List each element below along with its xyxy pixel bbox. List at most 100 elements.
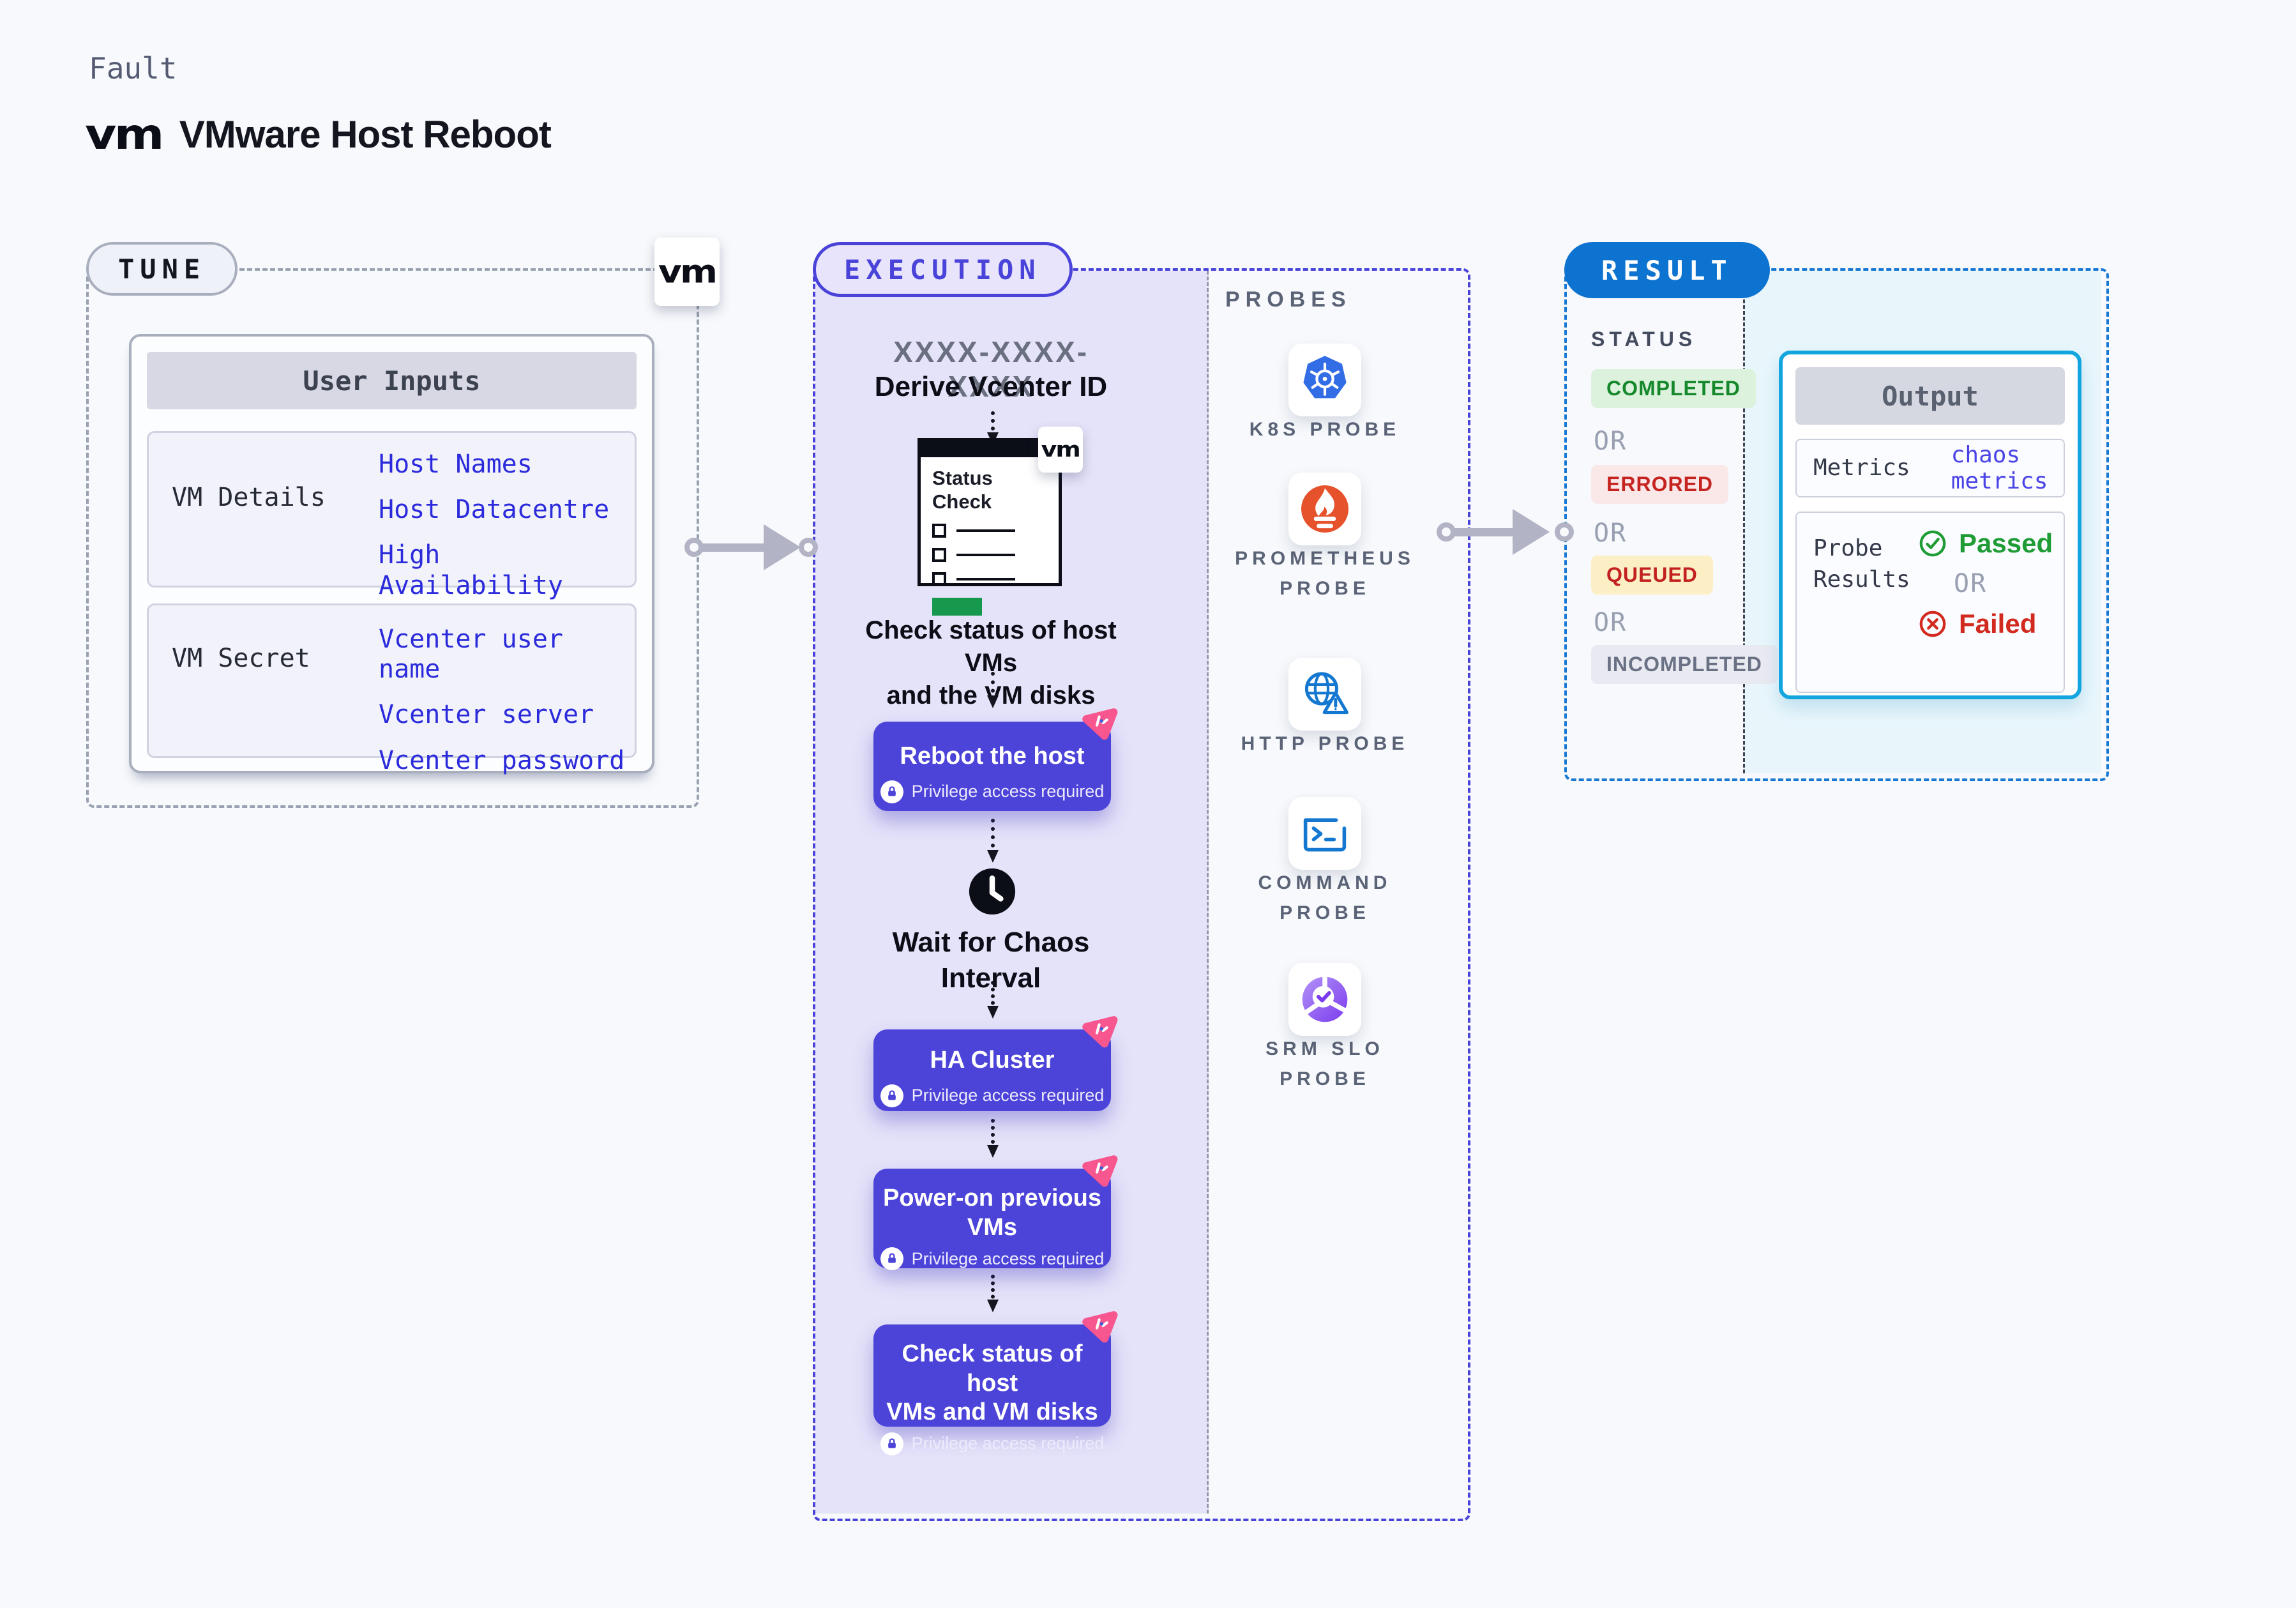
failed-label: Failed [1959,609,2037,639]
step-title: Power-on previous VMs [873,1184,1111,1242]
or-separator: OR [1954,569,1988,598]
caption-line: Check status of host VMs [865,616,1117,678]
connector-arrowhead [1513,509,1550,555]
derive-id-code: XXXX-XXXX-XXXX [893,335,1089,403]
step-title-line: VMs [967,1213,1018,1241]
page-title-row: vm VMware Host Reboot [85,107,552,161]
input-value: Host Names [379,450,532,479]
probe-results-values: Passed OR Failed [1918,528,2053,639]
status-check-title-line: Status [932,467,993,489]
step-title: HA Cluster [930,1047,1055,1073]
probe-label: SRM SLO PROBE [1265,1038,1384,1089]
chaos-pink-icon [1082,708,1118,740]
connector-arrowhead [764,524,801,570]
slo-donut-check-icon [1302,976,1348,1022]
privilege-note: Privilege access required [911,782,1105,801]
vmware-logo-icon: vm [85,109,164,159]
http-globe-warning-icon [1304,672,1348,715]
checklist-row [932,572,1047,587]
status-badge-completed: COMPLETED [1591,369,1756,408]
status-header: STATUS [1591,328,1697,351]
privilege-row: Privilege access required [873,1084,1111,1107]
checkbox-icon [932,548,946,563]
status-check-window: Status Check [918,438,1062,616]
green-button [932,598,982,616]
tune-badge: TUNE [86,242,238,296]
privilege-note: Privilege access required [911,1434,1105,1453]
status-check-title-line: Check [932,490,992,513]
failed-row: Failed [1918,609,2053,639]
derive-id-label: Derive Vcenter ID [874,371,1108,402]
probe-label: PROMETHEUS PROBE [1235,548,1415,599]
checkbox-icon [932,524,946,538]
reboot-host-step: Reboot the host Privilege access require… [873,722,1111,811]
check-vm-disks-step: Check status of host VMs and VM disks Pr… [873,1324,1111,1455]
status-badge-incompleted: INCOMPLETED [1591,645,1778,684]
probe-card-command [1288,797,1361,870]
result-badge: RESULT [1564,242,1770,298]
privilege-row: Privilege access required [873,1432,1111,1455]
metrics-label: Metrics [1813,454,1910,481]
output-card: Output Metrics chaos metrics Probe Resul… [1779,351,2081,699]
window-titlebar [921,441,1059,457]
connector-line [702,543,766,552]
lock-icon [880,1247,903,1271]
connector-line [1454,528,1513,536]
vm-details-row: VM Details Host Names Host Datacentre Hi… [147,431,637,630]
probe-label: HTTP PROBE [1241,733,1409,754]
input-value: Vcenter password [379,745,625,775]
execution-section [813,268,1470,1521]
chaos-pink-icon [1082,1311,1118,1343]
checklist-row [932,548,1047,563]
privilege-row: Privilege access required [873,1247,1111,1271]
checklist-row [932,524,1047,538]
step-title: Reboot the host [900,743,1085,770]
probe-card-srm-slo [1288,963,1361,1036]
user-inputs-card: User Inputs VM Details Host Names Host D… [129,334,654,775]
step-title: Check status of host VMs and VM disks [873,1340,1111,1427]
step-title-line: Check status of host [902,1340,1083,1397]
probe-results-label-line: Results [1813,566,1910,593]
connector-ring [1555,522,1574,542]
text-line [956,529,1015,533]
user-inputs-header: User Inputs [147,352,637,409]
metrics-row: Metrics chaos metrics [1795,439,2065,497]
or-separator: OR [1594,427,1628,456]
probes-header: PROBES [1225,287,1352,312]
text-line [956,578,1015,581]
status-badge-queued: QUEUED [1591,556,1713,595]
passed-label: Passed [1959,528,2053,558]
text-line [956,554,1015,557]
lock-icon [880,1432,903,1455]
vmware-icon: vm [1041,437,1081,462]
connector-ring [1437,522,1456,542]
probe-results-label-line: Probe [1813,535,1883,561]
result-divider [1743,271,1745,773]
vmware-icon: vm [658,253,718,291]
flow-arrow-down [987,411,999,445]
probe-results-row: Probe Results Passed OR Failed [1795,512,2065,693]
flow-arrow-down [987,672,999,708]
output-header: Output [1795,367,2065,425]
x-circle-icon [1919,611,1946,637]
connector-ring [684,538,704,557]
caption-line: Wait for Chaos [892,927,1090,958]
probe-card-http [1288,658,1361,731]
power-on-vms-step: Power-on previous VMs Privilege access r… [873,1169,1111,1271]
flow-arrow-down [987,1119,999,1158]
chaos-pink-icon [1082,1155,1118,1187]
prometheus-icon [1301,485,1348,533]
probe-card-k8s [1288,344,1361,416]
privilege-note: Privilege access required [911,1086,1105,1105]
input-value: Host Datacentre [379,495,610,525]
lock-icon [880,1084,903,1107]
or-separator: OR [1594,519,1628,548]
probe-label: K8S PROBE [1249,419,1401,440]
chaos-pink-icon [1082,1016,1118,1048]
flow-arrow-down [987,981,999,1019]
probe-label: COMMAND PROBE [1258,872,1392,923]
probe-card-prometheus [1288,473,1361,545]
kubernetes-icon [1303,356,1347,398]
vm-details-label: VM Details [172,483,326,512]
